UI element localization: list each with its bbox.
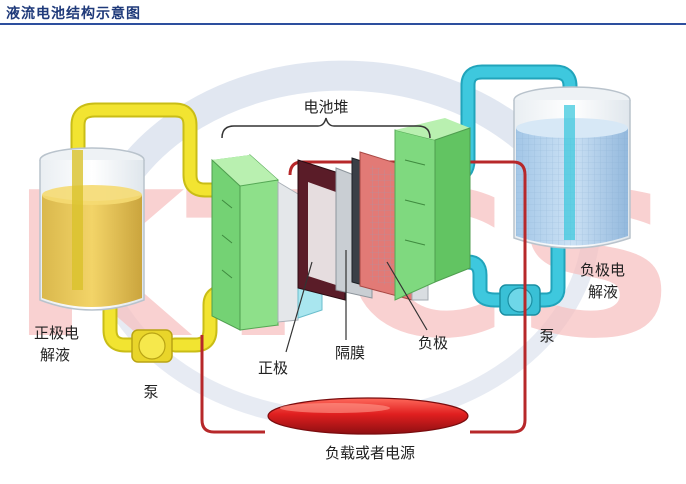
label-leader-lines xyxy=(285,250,428,353)
left-tank-label-line2: 解液 xyxy=(40,346,70,364)
membrane-frame xyxy=(297,159,346,301)
left-tank-liquid xyxy=(42,195,142,307)
cyan-pipe-bottom xyxy=(444,234,564,306)
load-label: 负载或者电源 xyxy=(325,444,415,462)
yellow-pipe-top xyxy=(72,104,231,196)
left-tank-label-line1: 正极电 xyxy=(34,324,79,342)
page-title: 液流电池结构示意图 xyxy=(6,6,141,22)
left-pump-label: 泵 xyxy=(143,383,158,401)
diagram-area: KTCS xyxy=(0,26,686,480)
right-tank-label-line1: 负极电 xyxy=(580,261,625,279)
right-end-plate xyxy=(394,118,471,301)
negative-electrode-label: 负极 xyxy=(418,334,448,352)
left-current-collector xyxy=(277,181,299,323)
positive-electrode-label: 正极 xyxy=(258,359,288,377)
left-tank-dip-pipe xyxy=(72,150,83,290)
stack-label: 电池堆 xyxy=(303,98,348,116)
negative-electrolyte-tank xyxy=(513,86,631,249)
stack-bracket xyxy=(221,117,431,139)
flow-battery-diagram: KTCS xyxy=(8,60,678,462)
left-end-plate xyxy=(211,153,279,331)
positive-electrolyte-tank xyxy=(39,147,145,311)
load-or-power-source xyxy=(267,397,469,435)
right-tank-dip-pipe xyxy=(564,105,575,240)
leader-negative-electrode xyxy=(386,261,428,331)
header-divider xyxy=(0,23,686,25)
external-circuit-wire xyxy=(200,160,527,434)
right-tank-label-line2: 解液 xyxy=(588,283,618,301)
left-pump-icon xyxy=(131,329,173,363)
membrane-label: 隔膜 xyxy=(335,344,365,362)
header-bar: 液流电池结构示意图 xyxy=(0,0,686,22)
right-pump-icon xyxy=(499,284,541,316)
leader-positive-electrode xyxy=(285,261,313,353)
right-pump-label: 泵 xyxy=(539,327,554,345)
left-tank-liquid-surface xyxy=(42,185,142,205)
